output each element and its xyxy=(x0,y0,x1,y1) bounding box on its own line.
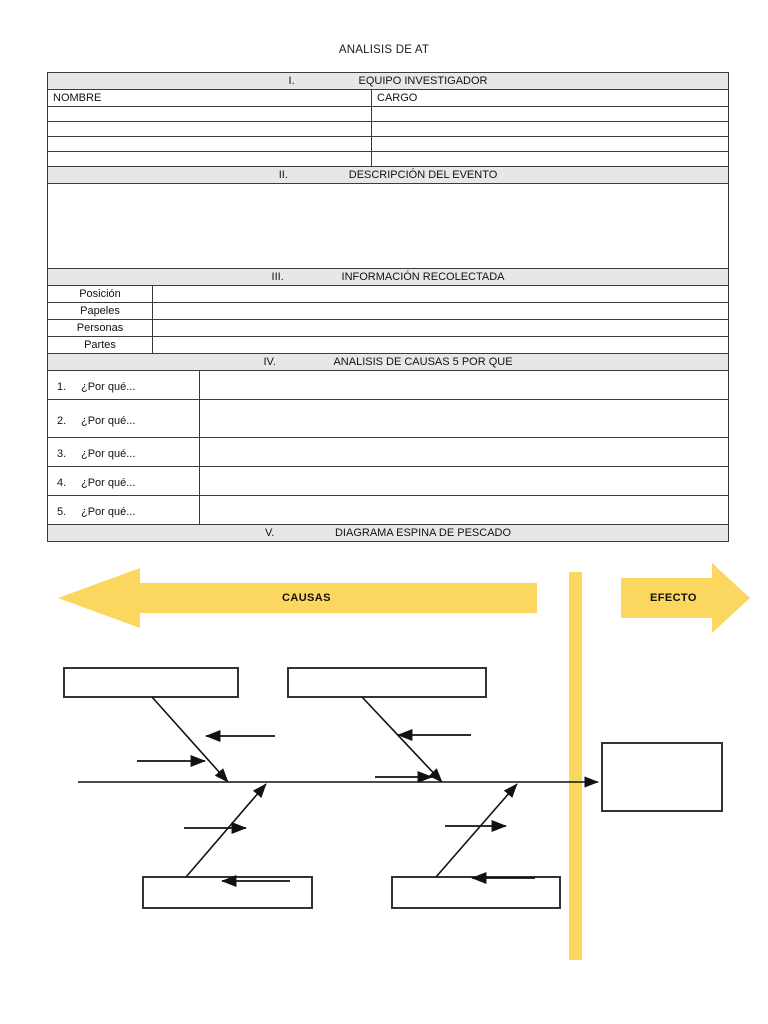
section-title-v: DIAGRAMA ESPINA DE PESCADO xyxy=(334,527,512,539)
why-text-2: ¿Por qué... xyxy=(81,414,136,427)
cause-bone-top-left xyxy=(151,696,229,783)
cause-box-bottom-right[interactable] xyxy=(391,876,561,909)
section-title-i: EQUIPO INVESTIGADOR xyxy=(358,75,488,87)
why-number-1: 1. xyxy=(57,381,67,393)
info-label-personas: Personas xyxy=(47,319,153,337)
table-row: 5. ¿Por qué... xyxy=(47,495,730,525)
table-row: Personas xyxy=(47,319,730,337)
table-row: NOMBRE CARGO xyxy=(47,89,730,107)
info-label-partes: Partes xyxy=(47,336,153,354)
cause-box-top-left[interactable] xyxy=(63,667,239,698)
section-roman-ii: II. xyxy=(278,169,288,181)
why-number-4: 4. xyxy=(57,477,67,489)
why-number-2: 2. xyxy=(57,414,67,427)
section-title-iii: INFORMACIÓN RECOLECTADA xyxy=(341,271,505,283)
table-row xyxy=(46,183,730,269)
table-row: 3. ¿Por qué... xyxy=(47,437,730,467)
info-label-papeles: Papeles xyxy=(47,302,153,320)
section-roman-v: V. xyxy=(264,527,275,539)
section-header-row-ii: II. DESCRIPCIÓN DEL EVENTO xyxy=(46,166,730,184)
why-prompt-3: 3. ¿Por qué... xyxy=(47,437,200,467)
cargo-field-1[interactable] xyxy=(370,106,730,122)
effect-divider-bar xyxy=(569,572,582,960)
why-answer-3[interactable] xyxy=(198,437,730,467)
section-header-row-iii: III. INFORMACIÓN RECOLECTADA xyxy=(46,268,730,286)
info-field-posicion[interactable] xyxy=(151,285,730,303)
fishbone-diagram: CAUSAS EFECTO xyxy=(0,556,768,986)
cause-box-top-right[interactable] xyxy=(287,667,487,698)
why-prompt-5: 5. ¿Por qué... xyxy=(47,495,200,525)
table-row xyxy=(47,136,730,152)
why-prompt-2: 2. ¿Por qué... xyxy=(47,399,200,438)
table-row: 4. ¿Por qué... xyxy=(47,466,730,496)
why-answer-2[interactable] xyxy=(198,399,730,438)
table-row xyxy=(47,151,730,167)
why-prompt-4: 4. ¿Por qué... xyxy=(47,466,200,496)
cause-box-bottom-left[interactable] xyxy=(142,876,313,909)
why-answer-4[interactable] xyxy=(198,466,730,496)
section-roman-iv: IV. xyxy=(263,356,276,368)
table-row: Papeles xyxy=(47,302,730,320)
table-row: 1. ¿Por qué... xyxy=(47,370,730,400)
column-header-nombre: NOMBRE xyxy=(47,89,372,107)
nombre-field-2[interactable] xyxy=(47,121,372,137)
table-row: 2. ¿Por qué... xyxy=(47,399,730,438)
info-label-posicion: Posición xyxy=(47,285,153,303)
cause-bone-bottom-left xyxy=(185,783,267,878)
section-header-ii: II. DESCRIPCIÓN DEL EVENTO xyxy=(46,166,730,184)
nombre-field-3[interactable] xyxy=(47,136,372,152)
why-number-3: 3. xyxy=(57,448,67,460)
why-answer-1[interactable] xyxy=(198,370,730,400)
effect-box[interactable] xyxy=(601,742,723,812)
cargo-field-4[interactable] xyxy=(370,151,730,167)
section-title-iv: ANALISIS DE CAUSAS 5 POR QUE xyxy=(333,356,513,368)
table-row xyxy=(47,106,730,122)
nombre-field-4[interactable] xyxy=(47,151,372,167)
causas-banner-arrow xyxy=(58,568,537,628)
table-row xyxy=(47,121,730,137)
section-header-row-i: I. EQUIPO INVESTIGADOR xyxy=(46,72,730,90)
why-text-3: ¿Por qué... xyxy=(81,448,136,460)
cause-bone-bottom-right xyxy=(435,783,518,878)
why-prompt-1: 1. ¿Por qué... xyxy=(47,370,200,400)
page-title: ANALISIS DE AT xyxy=(338,44,430,56)
causas-banner-label: CAUSAS xyxy=(282,592,331,604)
efecto-banner-label: EFECTO xyxy=(650,592,697,604)
nombre-field-1[interactable] xyxy=(47,106,372,122)
section-header-row-iv: IV. ANALISIS DE CAUSAS 5 POR QUE xyxy=(46,353,730,371)
why-text-4: ¿Por qué... xyxy=(81,477,136,489)
section-title-ii: DESCRIPCIÓN DEL EVENTO xyxy=(348,169,498,181)
section-roman-iii: III. xyxy=(271,271,284,283)
section-header-iv: IV. ANALISIS DE CAUSAS 5 POR QUE xyxy=(46,353,730,371)
table-row: Posición xyxy=(47,285,730,303)
cause-bone-top-right xyxy=(361,696,443,783)
event-description-textarea[interactable] xyxy=(46,183,730,269)
column-header-cargo: CARGO xyxy=(370,89,730,107)
why-text-5: ¿Por qué... xyxy=(81,506,136,518)
section-header-v: V. DIAGRAMA ESPINA DE PESCADO xyxy=(46,524,730,542)
section-header-iii: III. INFORMACIÓN RECOLECTADA xyxy=(46,268,730,286)
efecto-banner-arrow xyxy=(621,563,750,633)
cargo-field-3[interactable] xyxy=(370,136,730,152)
cargo-field-2[interactable] xyxy=(370,121,730,137)
analysis-form-table: I. EQUIPO INVESTIGADOR NOMBRE CARGO II. DE… xyxy=(46,72,730,542)
why-answer-5[interactable] xyxy=(198,495,730,525)
section-header-row-v: V. DIAGRAMA ESPINA DE PESCADO xyxy=(46,524,730,542)
section-roman-i: I. xyxy=(288,75,295,87)
table-row: Partes xyxy=(47,336,730,354)
info-field-partes[interactable] xyxy=(151,336,730,354)
why-number-5: 5. xyxy=(57,506,67,518)
info-field-personas[interactable] xyxy=(151,319,730,337)
section-header-i: I. EQUIPO INVESTIGADOR xyxy=(46,72,730,90)
why-text-1: ¿Por qué... xyxy=(81,381,136,393)
info-field-papeles[interactable] xyxy=(151,302,730,320)
